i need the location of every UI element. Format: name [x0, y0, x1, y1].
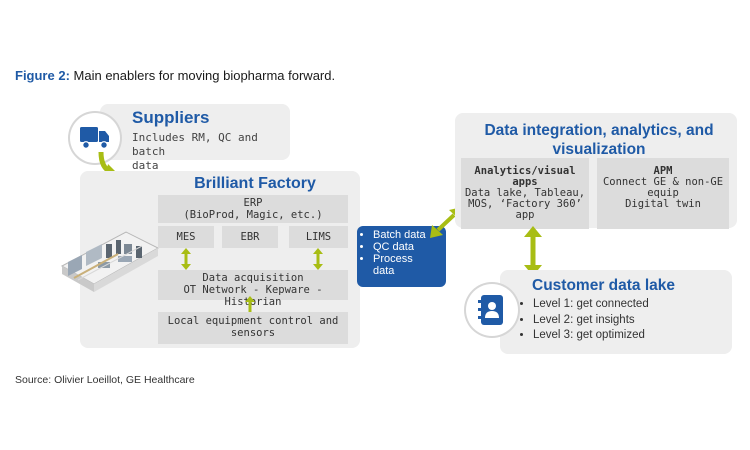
customer-lake-panel — [500, 270, 732, 354]
customer-lake-title: Customer data lake — [532, 277, 675, 294]
di-title-line2: visualization — [552, 141, 646, 158]
data-acquisition-box: Data acquisition OT Network - Kepware - … — [158, 270, 348, 308]
analytics-line: MOS, ‘Factory 360’ — [468, 198, 582, 210]
analytics-line: app — [515, 209, 535, 221]
customer-lake-levels: Level 1: get connected Level 2: get insi… — [520, 297, 649, 344]
local-label: Local equipment control and — [167, 315, 339, 327]
local-equipment-box: Local equipment control and sensors — [158, 312, 348, 344]
mes-label: MES — [176, 231, 196, 243]
level-item: Level 3: get optimized — [533, 328, 649, 344]
lims-to-acq-arrow — [313, 248, 323, 270]
batch-item: Batch data — [373, 229, 446, 241]
acq-sublabel: OT Network - Kepware - Historian — [183, 284, 323, 308]
contact-book-icon — [478, 295, 503, 325]
apm-line: Connect GE & non-GE — [602, 176, 724, 188]
apm-line: Digital twin — [625, 198, 701, 210]
truck-icon — [80, 127, 109, 149]
lims-box: LIMS — [289, 226, 348, 248]
local-sublabel: sensors — [230, 327, 276, 339]
figure-caption: Figure 2: Main enablers for moving bioph… — [15, 68, 335, 83]
suppliers-title: Suppliers — [132, 108, 210, 127]
level-item: Level 1: get connected — [533, 297, 649, 313]
analytics-title: Analytics/visual apps — [474, 165, 576, 188]
ebr-label: EBR — [240, 231, 260, 243]
integration-to-lake-arrow — [524, 226, 542, 276]
batch-item-continuation: data — [373, 265, 395, 277]
apm-line: equip — [647, 187, 679, 199]
apm-box: APM Connect GE & non-GE equip Digital tw… — [597, 158, 729, 229]
analytics-line: Data lake, Tableau, — [464, 187, 586, 199]
erp-label: ERP — [243, 197, 263, 209]
ebr-box: EBR — [222, 226, 278, 248]
acq-label: Data acquisition — [202, 272, 304, 284]
factory-title: Brilliant Factory — [194, 175, 316, 192]
batch-item: Process — [373, 253, 446, 265]
levels-list: Level 1: get connected Level 2: get insi… — [520, 297, 649, 344]
batch-item: QC data — [373, 241, 446, 253]
mes-box: MES — [158, 226, 214, 248]
level-item: Level 2: get insights — [533, 313, 649, 329]
suppliers-desc-line2: data — [132, 159, 159, 172]
suppliers-panel — [100, 104, 290, 160]
caption-text: Main enablers for moving biopharma forwa… — [73, 68, 336, 83]
factory-illustration — [60, 231, 160, 292]
erp-sublabel: (BioProd, Magic, etc.) — [183, 209, 323, 221]
lims-label: LIMS — [305, 231, 332, 243]
batch-data-list: Batch data QC data Process — [360, 229, 446, 265]
erp-box: ERP (BioProd, Magic, etc.) — [158, 195, 348, 223]
data-integration-title: Data integration, analytics, and visuali… — [462, 121, 736, 159]
source-note: Source: Olivier Loeillot, GE Healthcare — [15, 374, 195, 386]
suppliers-desc-line1: Includes RM, QC and batch — [132, 131, 258, 158]
caption-label: Figure 2: — [15, 68, 70, 83]
suppliers-description: Includes RM, QC and batch data — [132, 131, 287, 173]
apm-title: APM — [653, 165, 673, 177]
mes-to-acq-arrow — [181, 248, 191, 270]
analytics-box: Analytics/visual apps Data lake, Tableau… — [461, 158, 589, 229]
di-title-line1: Data integration, analytics, and — [484, 122, 714, 139]
